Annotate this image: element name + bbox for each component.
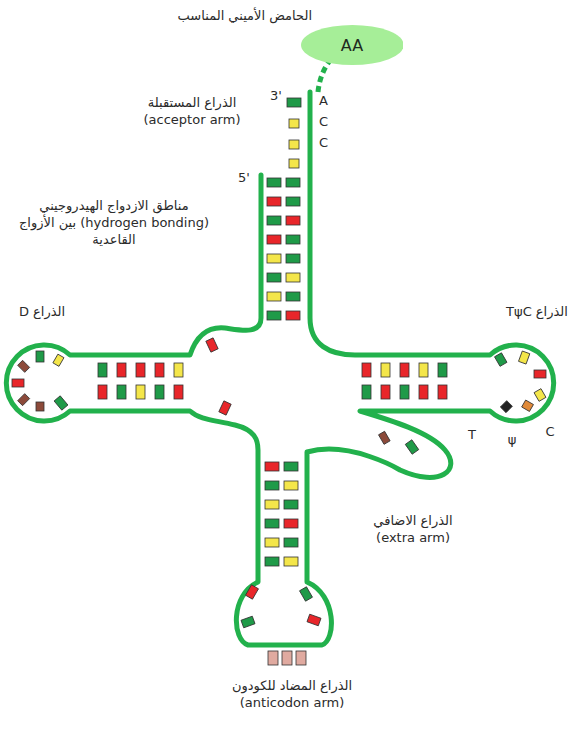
- base: [286, 216, 300, 225]
- base: [155, 385, 164, 399]
- base: [381, 385, 390, 399]
- base: [519, 351, 530, 364]
- ellipse-fill: [301, 25, 404, 65]
- part-label: C: [319, 114, 328, 131]
- base: [267, 197, 281, 206]
- base: [284, 557, 298, 566]
- base: [381, 363, 390, 377]
- part-label: الذراع المستقبلة (acceptor arm): [132, 95, 252, 129]
- base: [36, 402, 44, 411]
- base: [18, 394, 30, 406]
- part-label: C: [319, 135, 328, 152]
- part-label: الذراع الاضافي (extra arm): [357, 513, 469, 547]
- base: [265, 462, 279, 471]
- part-label: 5': [238, 170, 250, 187]
- base: [400, 385, 409, 399]
- base: [286, 311, 300, 320]
- base: [419, 363, 428, 377]
- base: [155, 363, 164, 377]
- base: [500, 401, 512, 413]
- base: [219, 401, 231, 415]
- base: [267, 311, 281, 320]
- base: [286, 197, 300, 206]
- base: [419, 385, 428, 399]
- base: [36, 351, 44, 362]
- base: [267, 178, 281, 187]
- part-label: A: [319, 93, 328, 110]
- base: [53, 354, 64, 366]
- trna-backbone: [6, 92, 553, 645]
- part-label: الذراع TψC: [506, 304, 568, 321]
- base: [286, 178, 300, 187]
- base: [362, 385, 371, 399]
- base: [286, 273, 300, 282]
- anticodon-base: [296, 651, 306, 665]
- base: [289, 119, 299, 128]
- base: [286, 235, 300, 244]
- base: [286, 292, 300, 301]
- base: [18, 360, 30, 372]
- base: [438, 385, 447, 399]
- base: [117, 363, 126, 377]
- base: [267, 235, 281, 244]
- anticodon-base: [268, 651, 278, 665]
- base: [284, 519, 298, 528]
- base: [54, 396, 68, 410]
- base: [438, 363, 447, 377]
- part-label: 3': [270, 88, 282, 105]
- base: [267, 216, 281, 225]
- base: [206, 338, 218, 352]
- base: [289, 140, 299, 149]
- base: [284, 462, 298, 471]
- part-label: C: [545, 424, 554, 441]
- base: [289, 159, 299, 168]
- base: [405, 440, 418, 454]
- base: [136, 363, 145, 377]
- base: [267, 292, 281, 301]
- base: [534, 370, 546, 378]
- base: [267, 254, 281, 263]
- base: [284, 500, 298, 509]
- base: [307, 614, 321, 626]
- base: [286, 254, 300, 263]
- base-group: [12, 98, 546, 665]
- base: [300, 587, 313, 601]
- base: [265, 519, 279, 528]
- base: [400, 363, 409, 377]
- base: [284, 481, 298, 490]
- base: [117, 385, 126, 399]
- base: [534, 389, 546, 402]
- amino-acid-link: [318, 58, 332, 92]
- base: [265, 557, 279, 566]
- amino-acid-ellipse: AA: [301, 25, 404, 65]
- base: [495, 353, 507, 367]
- base: [12, 379, 24, 387]
- base: [265, 538, 279, 547]
- part-label: T: [468, 427, 476, 444]
- base: [379, 431, 391, 444]
- base: [174, 363, 183, 377]
- part-label: ψ: [508, 432, 517, 449]
- base: [265, 500, 279, 509]
- part-label: الذراع D: [19, 304, 65, 321]
- base: [241, 616, 255, 628]
- base: [246, 585, 259, 599]
- base: [267, 273, 281, 282]
- base: [287, 98, 301, 107]
- base: [98, 385, 107, 399]
- node-text: AA: [341, 36, 363, 55]
- base: [284, 538, 298, 547]
- anticodon-base: [282, 651, 292, 665]
- base: [522, 400, 534, 411]
- part-label: الحامض الأميني المناسب: [178, 8, 312, 25]
- base: [98, 363, 107, 377]
- base: [265, 481, 279, 490]
- base: [174, 385, 183, 399]
- part-label: الذراع المضاد للكودون (anticodon arm): [207, 678, 377, 712]
- part-label: مناطق الازدواج الهيدروجيني (hydrogen bon…: [17, 198, 212, 249]
- base: [362, 363, 371, 377]
- base: [136, 385, 145, 399]
